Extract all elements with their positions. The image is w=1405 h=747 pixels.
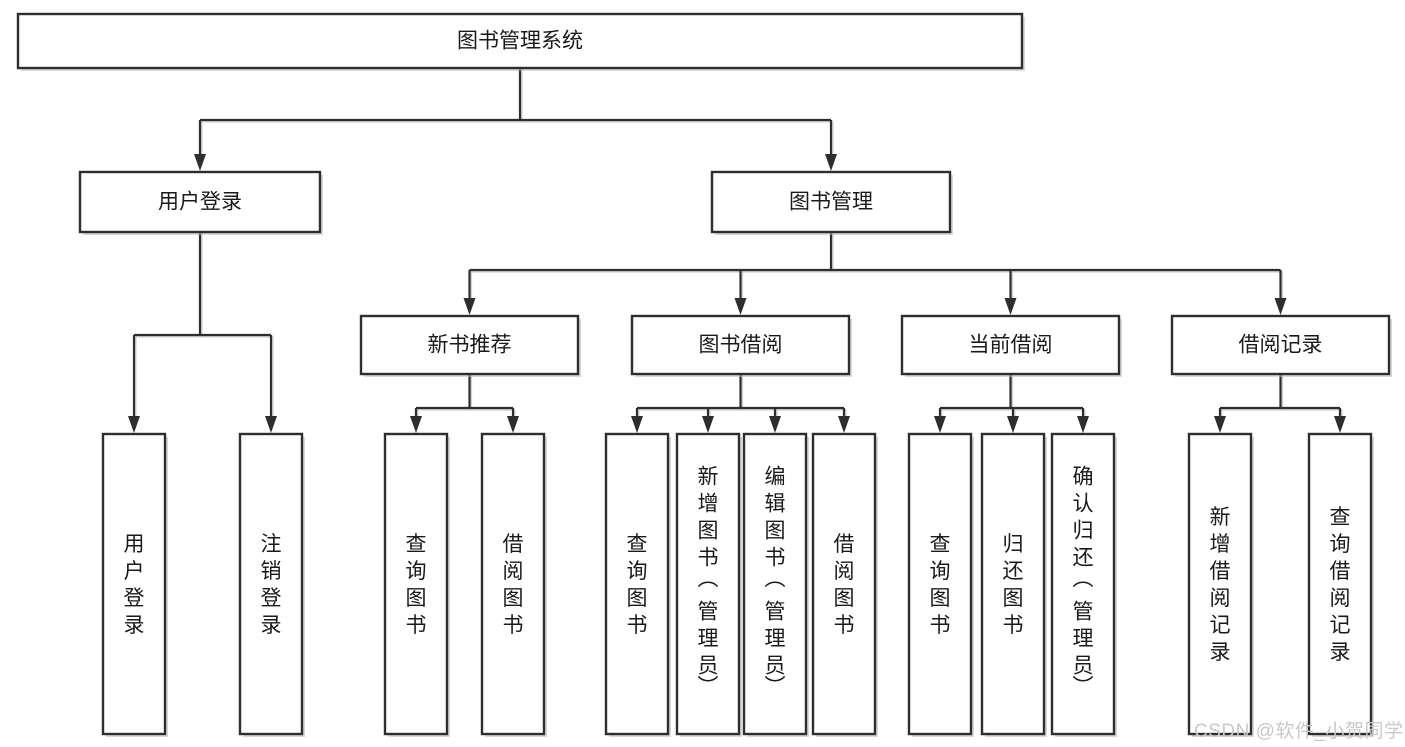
node-layer: 图书管理系统用户登录图书管理新书推荐图书借阅当前借阅借阅记录用户登录注销登录查询… (16, 12, 1392, 737)
node-l3_user_login[interactable]: 用户登录 (101, 432, 168, 737)
node-box[interactable] (900, 314, 1121, 376)
arrow-head-icon (934, 416, 946, 433)
node-label: 注销登录 (261, 533, 282, 637)
node-box[interactable] (1307, 432, 1373, 736)
node-label: 查询借阅记录 (1330, 506, 1351, 664)
node-l3_new_borrow[interactable]: 借阅图书 (480, 432, 547, 737)
node-l3_b_add[interactable]: ︵ ︶新增图书 管理员 (675, 432, 742, 737)
node-l3_c_confirm[interactable]: ︵ ︶确认归还 管理员 (1050, 432, 1117, 737)
arrow-head-icon (825, 154, 837, 171)
arrow-head-icon (1004, 298, 1017, 315)
arrow-head-icon (507, 416, 519, 433)
node-box[interactable] (742, 432, 808, 736)
node-l2_borrow[interactable]: 图书借阅 (630, 314, 852, 377)
node-root[interactable]: 图书管理系统 (16, 12, 1025, 71)
node-box[interactable] (710, 170, 952, 234)
node-label-paren: ︶ (698, 676, 719, 699)
arrow-head-icon (128, 416, 140, 433)
node-label-paren: ︶ (765, 676, 786, 699)
node-l2_cur[interactable]: 当前借阅 (900, 314, 1122, 377)
arrow-head-icon (1334, 416, 1346, 433)
node-box[interactable] (604, 432, 670, 736)
node-label: 新书推荐 (428, 334, 512, 357)
arrow-head-icon (734, 298, 747, 315)
node-l3_r_add[interactable]: 新增借阅记录 (1187, 432, 1254, 737)
node-label: 归还图书 (1003, 533, 1024, 637)
node-l3_c_query[interactable]: 查询图书 (907, 432, 974, 737)
edge-group-l2_cur (934, 374, 1089, 433)
node-box[interactable] (1170, 314, 1391, 376)
arrow-head-icon (463, 298, 476, 315)
node-label: 确认归还 管理员 (1073, 466, 1094, 705)
edge-group-l2_rec (1214, 374, 1346, 433)
arrow-head-icon (1077, 416, 1089, 433)
node-box[interactable] (383, 432, 449, 736)
node-box[interactable] (359, 314, 580, 376)
arrow-head-icon (838, 416, 850, 433)
node-l3_b_edit[interactable]: ︵ ︶编辑图书 管理员 (742, 432, 809, 737)
node-label: 借阅图书 (834, 533, 855, 637)
node-label: 新增图书 管理员 (698, 466, 719, 705)
edge-group-l1_book (463, 232, 1287, 315)
node-l2_new[interactable]: 新书推荐 (359, 314, 581, 377)
node-box[interactable] (811, 432, 877, 736)
node-label: 借阅记录 (1239, 334, 1323, 357)
node-box[interactable] (101, 432, 167, 736)
connector-layer (128, 68, 1346, 433)
node-l3_new_query[interactable]: 查询图书 (383, 432, 450, 737)
node-l1_user[interactable]: 用户登录 (78, 170, 323, 235)
node-label-paren: ︵ (765, 568, 786, 591)
node-label: 查询图书 (406, 533, 427, 637)
node-label: 图书借阅 (699, 334, 783, 357)
node-label: 编辑图书 管理员 (765, 466, 786, 705)
node-box[interactable] (16, 12, 1024, 70)
node-label: 图书管理系统 (457, 30, 583, 53)
node-l3_b_borrow[interactable]: 借阅图书 (811, 432, 878, 737)
node-box[interactable] (1187, 432, 1253, 736)
arrow-head-icon (1214, 416, 1226, 433)
arrow-head-icon (702, 416, 714, 433)
node-box[interactable] (480, 432, 546, 736)
edge-group-l2_new (410, 374, 519, 433)
arrow-head-icon (1274, 298, 1287, 315)
node-label: 新增借阅记录 (1210, 506, 1231, 664)
arrow-head-icon (769, 416, 781, 433)
arrow-head-icon (631, 416, 643, 433)
node-box[interactable] (630, 314, 851, 376)
node-l3_user_logout[interactable]: 注销登录 (238, 432, 305, 737)
node-label: 查询图书 (627, 533, 648, 637)
edge-group-l2_borrow (631, 374, 850, 433)
node-label: 用户登录 (124, 533, 145, 637)
node-l2_rec[interactable]: 借阅记录 (1170, 314, 1392, 377)
node-label: 借阅图书 (503, 533, 524, 637)
arrow-head-icon (194, 154, 206, 171)
node-label: 图书管理 (789, 191, 873, 214)
node-l3_r_query[interactable]: 查询借阅记录 (1307, 432, 1374, 737)
node-l1_book[interactable]: 图书管理 (710, 170, 953, 235)
node-box[interactable] (907, 432, 973, 736)
node-box[interactable] (675, 432, 741, 736)
node-l3_b_query[interactable]: 查询图书 (604, 432, 671, 737)
node-label-paren: ︵ (1073, 568, 1094, 591)
node-label-paren: ︶ (1073, 676, 1094, 699)
edge-group-l1_user (128, 232, 277, 433)
node-box[interactable] (980, 432, 1046, 736)
arrow-head-icon (1007, 416, 1019, 433)
node-box[interactable] (1050, 432, 1116, 736)
arrow-head-icon (265, 416, 277, 433)
node-l3_c_return[interactable]: 归还图书 (980, 432, 1047, 737)
node-label: 查询图书 (930, 533, 951, 637)
arrow-head-icon (410, 416, 422, 433)
node-label: 用户登录 (158, 191, 242, 214)
edge-group-root (194, 68, 837, 171)
node-box[interactable] (78, 170, 322, 234)
node-label-paren: ︵ (698, 568, 719, 591)
node-label: 当前借阅 (969, 334, 1053, 357)
node-box[interactable] (238, 432, 304, 736)
